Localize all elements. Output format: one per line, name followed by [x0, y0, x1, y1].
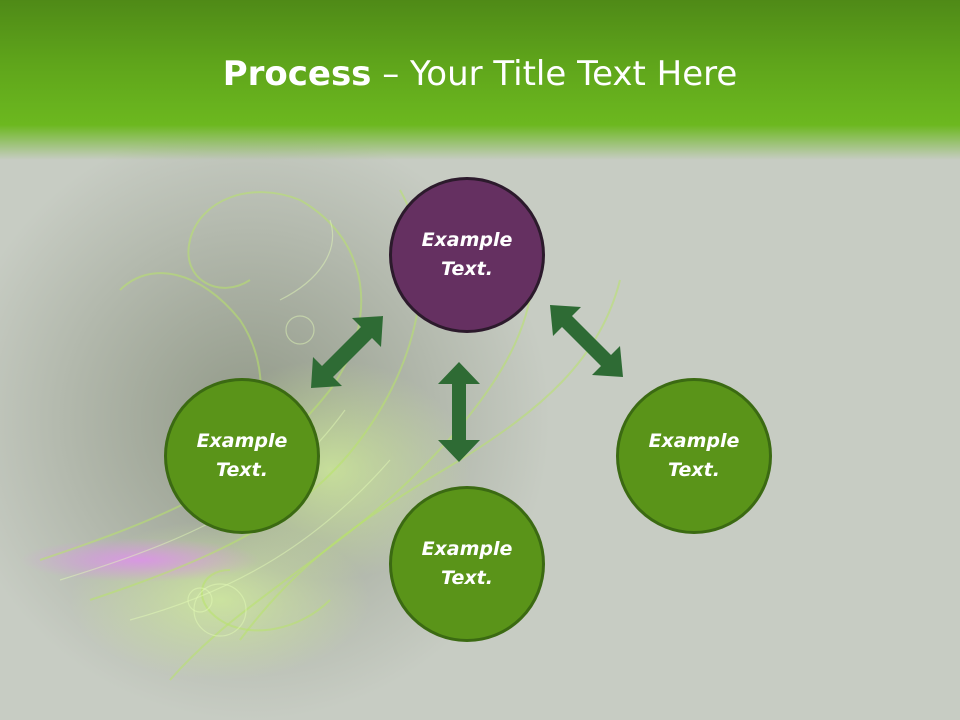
title-bold: Process — [222, 54, 372, 94]
title-bar — [0, 0, 960, 160]
node-right-label: Example Text. — [648, 430, 740, 481]
node-right: Example Text. — [616, 378, 772, 534]
title-rest: – Your Title Text Here — [371, 54, 738, 94]
node-left-label: Example Text. — [196, 430, 288, 481]
node-top: Example Text. — [389, 177, 545, 333]
slide-title: Process – Your Title Text Here — [0, 52, 960, 96]
arrow-left-top — [311, 316, 383, 388]
arrow-top-bottom — [438, 362, 480, 462]
node-bottom: Example Text. — [389, 486, 545, 642]
node-top-label: Example Text. — [421, 229, 513, 280]
node-bottom-label: Example Text. — [421, 538, 513, 589]
arrow-top-right — [550, 305, 623, 377]
node-left: Example Text. — [164, 378, 320, 534]
